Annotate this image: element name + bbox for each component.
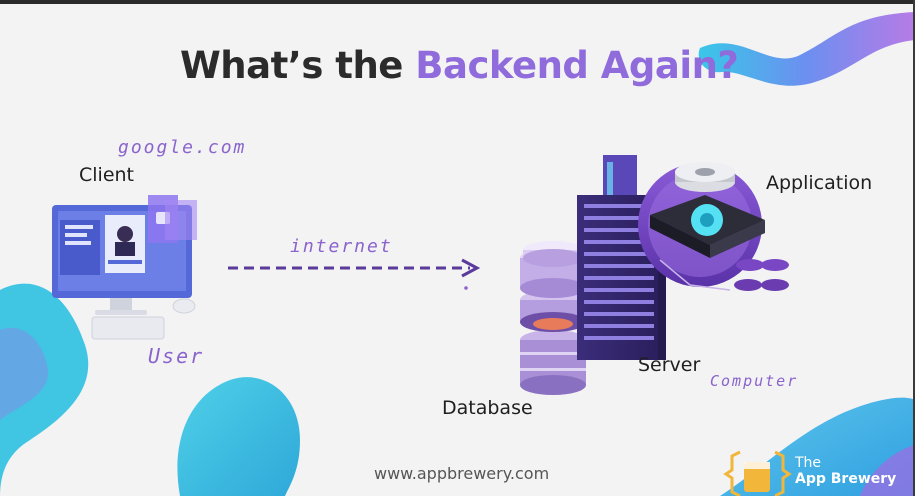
- client-label: Client: [79, 164, 135, 186]
- footer-url: www.appbrewery.com: [374, 464, 550, 483]
- right-edge: [913, 0, 915, 496]
- database-label: Database: [442, 397, 533, 419]
- application-label: Application: [766, 172, 873, 194]
- top-bar: [0, 0, 915, 4]
- handwritten-internet: internet: [290, 236, 393, 257]
- handwritten-user: User: [148, 344, 205, 368]
- server-rack-icon: [577, 155, 666, 360]
- server-label: Server: [638, 354, 701, 376]
- wave-decor: [698, 12, 915, 86]
- arrow-right-icon: [228, 258, 481, 290]
- brand-name: The App Brewery: [795, 455, 896, 487]
- title-part-2: Backend Again?: [415, 44, 739, 87]
- brand-line-1: The: [795, 455, 822, 471]
- application-gear-icon: [638, 162, 789, 291]
- database-icon: [520, 241, 586, 395]
- brand-logo-icon: [723, 450, 792, 496]
- handwritten-site: google.com: [118, 137, 247, 158]
- brand-line-2: App Brewery: [795, 471, 897, 487]
- slide-title: What’s the Backend Again?: [180, 44, 740, 87]
- title-part-1: What’s the: [180, 44, 416, 87]
- handwritten-computer: Computer: [710, 372, 799, 390]
- blob-left-2: [177, 377, 300, 496]
- computer-client-icon: [52, 195, 197, 340]
